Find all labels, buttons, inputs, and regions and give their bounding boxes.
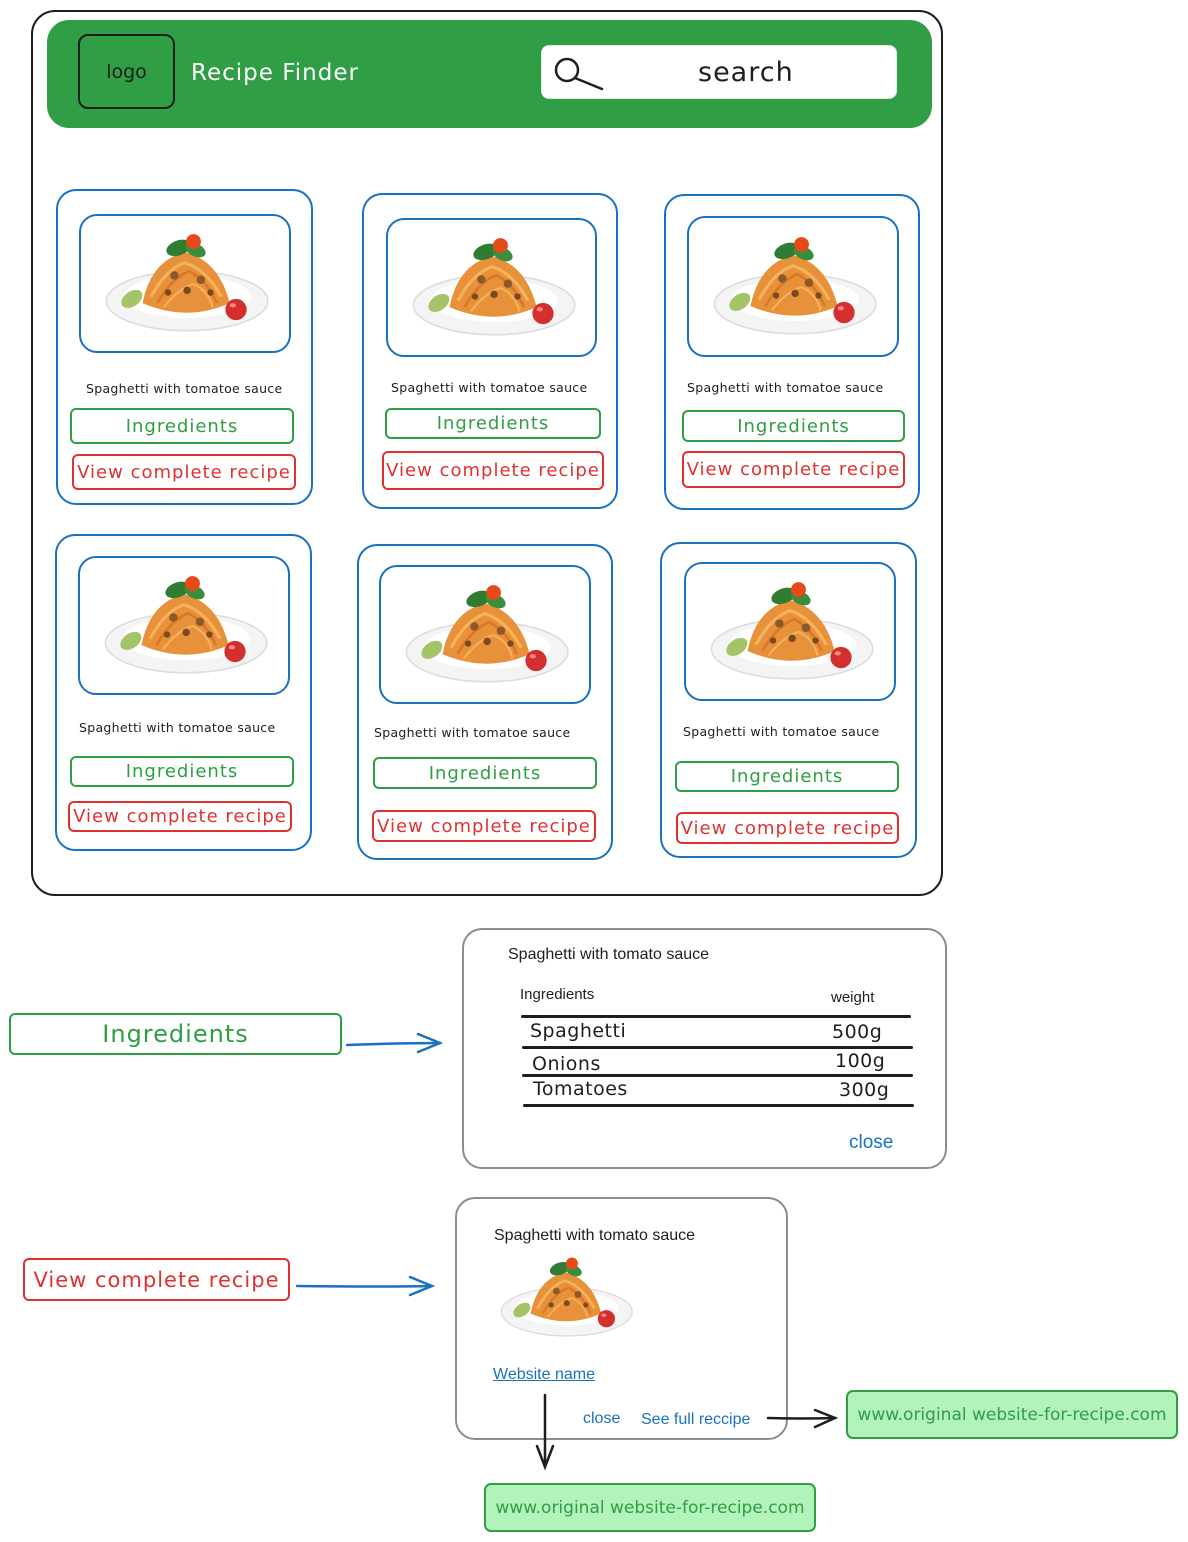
ingredients-button[interactable]: Ingredients <box>385 408 601 439</box>
view-recipe-button[interactable]: View complete recipe <box>682 451 905 488</box>
recipe-image[interactable] <box>684 562 896 701</box>
close-button[interactable]: close <box>849 1132 894 1153</box>
close-button[interactable]: close <box>583 1410 621 1427</box>
recipe-image[interactable] <box>79 214 291 353</box>
recipe-title: Spaghetti with tomatoe sauce <box>391 380 588 395</box>
logo[interactable]: logo <box>78 34 175 109</box>
search-input[interactable] <box>541 45 897 99</box>
logo-label: logo <box>106 60 147 83</box>
recipe-title: Spaghetti with tomatoe sauce <box>86 381 283 396</box>
search-placeholder: search <box>698 57 794 88</box>
legend-ingredients-button[interactable]: Ingredients <box>9 1013 342 1055</box>
ingredients-button[interactable]: Ingredients <box>682 410 905 442</box>
ingredient-name: Spaghetti <box>530 1020 627 1042</box>
main-frame <box>31 10 943 896</box>
table-divider <box>522 1046 913 1049</box>
ingredient-weight: 300g <box>839 1079 890 1101</box>
ingredients-button[interactable]: Ingredients <box>70 756 294 787</box>
ingredient-weight: 500g <box>832 1021 883 1043</box>
external-url-box[interactable]: www.original website-for-recipe.com <box>846 1390 1178 1439</box>
recipe-image[interactable] <box>687 216 899 357</box>
external-url-box[interactable]: www.original website-for-recipe.com <box>484 1483 816 1532</box>
see-full-recipe-link[interactable]: See full reccipe <box>641 1411 751 1428</box>
table-divider <box>523 1104 914 1107</box>
ingredients-button[interactable]: Ingredients <box>675 761 899 792</box>
column-header-ingredients: Ingredients <box>520 986 595 1003</box>
view-recipe-button[interactable]: View complete recipe <box>372 810 596 842</box>
view-recipe-button[interactable]: View complete recipe <box>68 801 292 832</box>
view-recipe-button[interactable]: View complete recipe <box>382 451 604 490</box>
app-title: Recipe Finder <box>191 60 359 86</box>
website-name-link[interactable]: Website name <box>493 1366 595 1383</box>
table-divider <box>521 1015 911 1018</box>
search-icon[interactable] <box>552 55 608 95</box>
ingredients-button[interactable]: Ingredients <box>70 408 294 444</box>
column-header-weight: weight <box>831 989 875 1006</box>
ingredients-dialog <box>462 928 947 1169</box>
view-recipe-button[interactable]: View complete recipe <box>72 454 296 490</box>
legend-view-recipe-button[interactable]: View complete recipe <box>23 1258 290 1301</box>
recipe-image[interactable] <box>78 556 290 695</box>
arrow-website-to-url <box>535 1393 555 1471</box>
view-recipe-button[interactable]: View complete recipe <box>676 812 899 844</box>
recipe-title: Spaghetti with tomatoe sauce <box>683 724 880 739</box>
recipe-dialog-title: Spaghetti with tomato sauce <box>494 1227 696 1244</box>
ingredient-name: Tomatoes <box>533 1078 628 1100</box>
recipe-image[interactable] <box>386 218 597 357</box>
arrow-full-recipe-to-url <box>766 1408 839 1429</box>
recipe-title: Spaghetti with tomatoe sauce <box>374 725 571 740</box>
ingredients-dialog-title: Spaghetti with tomato sauce <box>508 946 710 963</box>
table-divider <box>522 1074 913 1077</box>
recipe-title: Spaghetti with tomatoe sauce <box>687 380 884 395</box>
recipe-title: Spaghetti with tomatoe sauce <box>79 720 276 735</box>
ingredients-button[interactable]: Ingredients <box>373 757 597 789</box>
recipe-image[interactable] <box>379 565 591 704</box>
ingredient-name: Onions <box>532 1053 601 1075</box>
arrow-view-to-dialog <box>295 1275 436 1297</box>
ingredient-weight: 100g <box>835 1050 886 1072</box>
arrow-ingredients-to-dialog <box>345 1032 444 1054</box>
